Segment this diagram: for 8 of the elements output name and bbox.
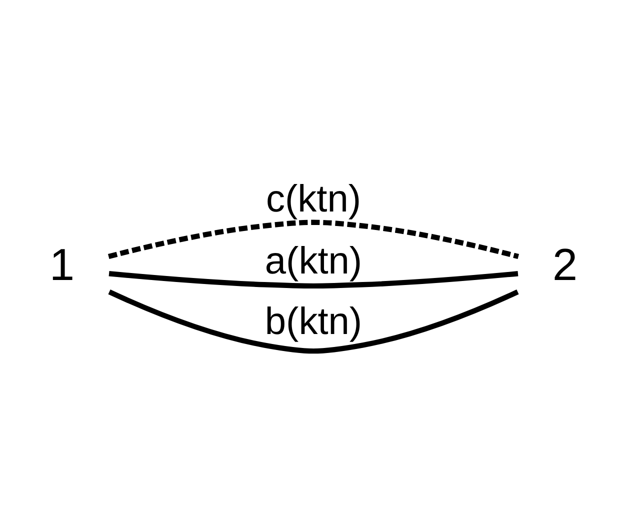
connector <box>108 270 518 288</box>
node-text: 2 <box>552 238 578 290</box>
connector <box>108 219 520 259</box>
edge-label: a(ktn) <box>264 240 362 282</box>
edge-label: b(ktn) <box>264 300 362 343</box>
connector <box>108 289 519 354</box>
node-text: 1 <box>49 238 74 290</box>
edge-label: c(ktn) <box>266 178 362 220</box>
